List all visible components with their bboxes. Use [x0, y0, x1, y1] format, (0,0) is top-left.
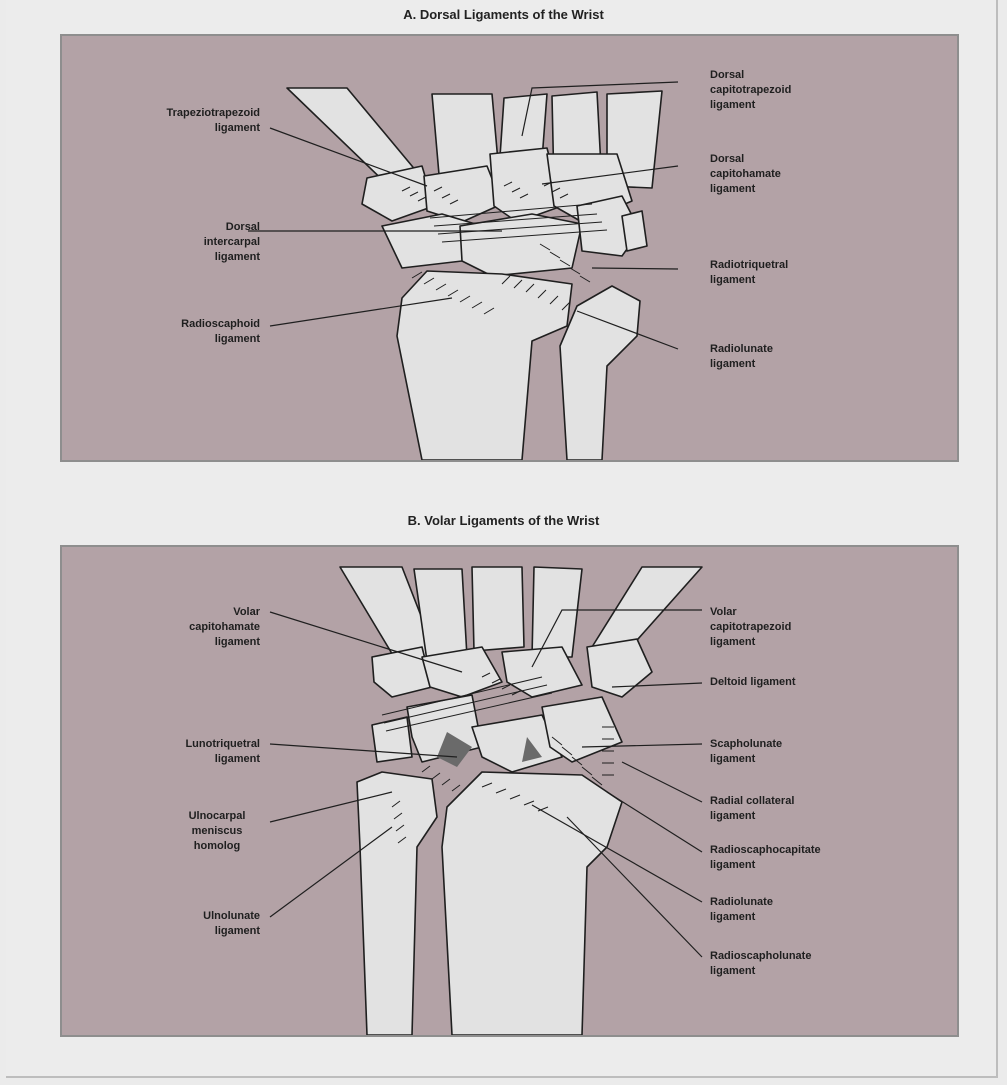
metacarpal-3	[472, 567, 524, 651]
label-deltoid: Deltoid ligament	[710, 675, 796, 690]
label-ulnocarpal-meniscus-homolog: Ulnocarpal meniscus homolog	[162, 809, 272, 854]
label-radial-collateral: Radial collateral ligament	[710, 794, 794, 824]
dorsal-wrist-illustration	[62, 36, 957, 460]
label-volar-capitohamate: Volar capitohamate ligament	[189, 605, 260, 650]
label-radioscaphoid: Radioscaphoid ligament	[181, 317, 260, 347]
figure-b-title: B. Volar Ligaments of the Wrist	[0, 513, 1007, 528]
pisiform	[622, 211, 647, 251]
label-dorsal-capitohamate: Dorsal capitohamate ligament	[710, 152, 781, 197]
label-volar-capitotrapezoid: Volar capitotrapezoid ligament	[710, 605, 791, 650]
label-radiolunate-b: Radiolunate ligament	[710, 895, 773, 925]
label-radiolunate-a: Radiolunate ligament	[710, 342, 773, 372]
ulna	[357, 772, 437, 1035]
trapezium	[362, 166, 434, 221]
radius	[442, 772, 622, 1035]
metacarpal-2	[532, 567, 582, 657]
label-trapeziotrapezoid: Trapeziotrapezoid ligament	[166, 106, 260, 136]
label-dorsal-capitotrapezoid: Dorsal capitotrapezoid ligament	[710, 68, 791, 113]
label-dorsal-intercarpal: Dorsal intercarpal ligament	[204, 220, 260, 265]
trapezoid	[424, 166, 502, 222]
figure-a-panel: Trapeziotrapezoid ligament Dorsal capito…	[60, 34, 959, 462]
label-scapholunate: Scapholunate ligament	[710, 737, 782, 767]
label-radiotriquetral: Radiotriquetral ligament	[710, 258, 788, 288]
figure-a-title: A. Dorsal Ligaments of the Wrist	[0, 7, 1007, 22]
ulna	[560, 286, 640, 460]
trapezium	[587, 639, 652, 697]
label-radioscapholunate: Radioscapholunate ligament	[710, 949, 811, 979]
label-ulnolunate: Ulnolunate ligament	[203, 909, 260, 939]
figure-b-panel: Volar capitohamate ligament Volar capito…	[60, 545, 959, 1037]
radius	[397, 271, 572, 460]
label-lunotriquetral: Lunotriquetral ligament	[185, 737, 260, 767]
pisiform	[372, 717, 412, 762]
hamate	[372, 647, 432, 697]
label-radioscaphocapitate: Radioscaphocapitate ligament	[710, 843, 821, 873]
lunate	[460, 214, 582, 276]
